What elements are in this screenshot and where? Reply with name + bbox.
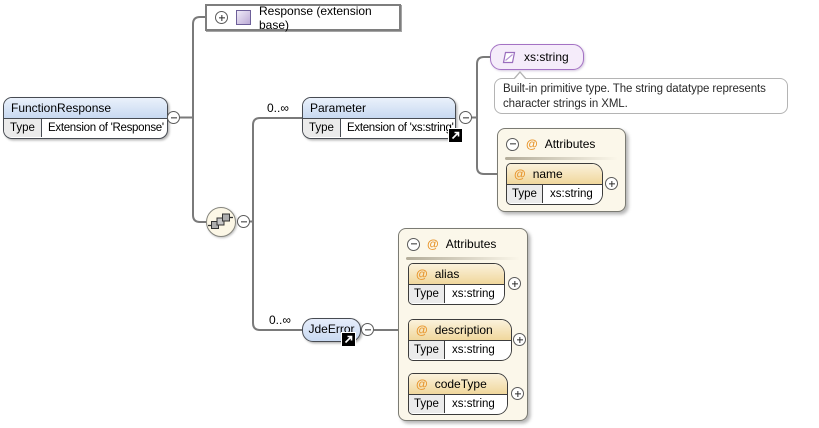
type-value: Extension of 'Response': [48, 122, 164, 134]
attribute-codetype[interactable]: @ codeType Type xs:string: [408, 373, 508, 415]
jump-to-definition-icon[interactable]: [448, 128, 463, 143]
collapse-toggle-icon[interactable]: [506, 137, 519, 151]
expand-toggle-icon[interactable]: [511, 387, 524, 400]
connector-parameter-trunk: [476, 56, 497, 175]
type-value: xs:string: [452, 288, 495, 300]
expand-toggle-icon[interactable]: [513, 333, 526, 346]
type-label: Type: [4, 119, 42, 137]
expand-toggle-icon[interactable]: [508, 277, 521, 290]
attribute-at-icon: @: [427, 237, 439, 251]
simple-type-label: xs:string: [524, 50, 569, 64]
attribute-at-icon: @: [514, 167, 526, 181]
documentation-bubble: Built-in primitive type. The string data…: [494, 71, 788, 114]
extension-base-label: Response (extension base): [259, 3, 372, 32]
attribute-type-row: Type xs:string: [409, 341, 511, 359]
extension-base-box[interactable]: Response (extension base): [205, 3, 401, 32]
attributes-panel-header: @ Attributes: [399, 229, 527, 253]
element-type-row: Type Extension of 'xs:string': [303, 119, 455, 137]
attribute-type-row: Type xs:string: [409, 395, 507, 413]
attributes-panel-parameter: @ Attributes @ name Type xs:string: [497, 128, 626, 212]
attributes-panel-jdeerror: @ Attributes @ alias Type xs:string @ de…: [398, 228, 528, 421]
attributes-panel-title: Attributes: [445, 237, 497, 251]
attribute-alias[interactable]: @ alias Type xs:string: [408, 263, 505, 305]
expand-toggle-icon[interactable]: [215, 11, 228, 24]
attribute-header: @ description: [409, 320, 511, 341]
jump-to-definition-icon[interactable]: [341, 332, 356, 347]
collapse-toggle-icon[interactable]: [459, 111, 472, 124]
complex-type-icon: [236, 10, 251, 25]
element-name: Parameter: [303, 98, 455, 119]
collapse-toggle-icon[interactable]: [167, 111, 180, 124]
element-parameter[interactable]: Parameter Type Extension of 'xs:string': [302, 97, 456, 139]
type-value: xs:string: [452, 344, 495, 356]
attribute-description[interactable]: @ description Type xs:string: [408, 319, 512, 361]
sequence-compositor-icon[interactable]: [206, 207, 236, 237]
collapse-toggle-icon[interactable]: [361, 323, 374, 336]
attribute-header: @ alias: [409, 264, 504, 285]
attribute-type-row: Type xs:string: [507, 185, 602, 203]
attributes-panel-header: @ Attributes: [498, 129, 625, 153]
connector-sequence-trunk: [252, 117, 302, 331]
simple-type-icon: [502, 51, 516, 63]
attributes-panel-title: Attributes: [544, 137, 596, 151]
attribute-header: @ name: [507, 164, 602, 185]
panel-separator: [406, 257, 520, 260]
type-label: Type: [507, 185, 543, 203]
collapse-toggle-icon[interactable]: [237, 215, 250, 228]
attribute-at-icon: @: [416, 377, 428, 391]
panel-separator: [505, 157, 618, 160]
type-value: Extension of 'xs:string': [347, 122, 454, 134]
element-name: FunctionResponse: [4, 98, 167, 119]
type-label: Type: [303, 119, 341, 137]
type-label: Type: [409, 395, 445, 413]
type-label: Type: [409, 285, 445, 303]
parameter-multiplicity: 0..∞: [267, 101, 289, 115]
collapse-toggle-icon[interactable]: [407, 237, 420, 251]
attribute-header: @ codeType: [409, 374, 507, 395]
attribute-at-icon: @: [526, 137, 538, 151]
jdeerror-multiplicity: 0..∞: [269, 313, 291, 327]
type-label: Type: [409, 341, 445, 359]
attribute-at-icon: @: [416, 267, 428, 281]
attribute-label: alias: [434, 267, 460, 281]
element-type-row: Type Extension of 'Response': [4, 119, 167, 137]
attribute-label: codeType: [434, 377, 487, 391]
connector-root-trunk: [192, 16, 206, 223]
attribute-at-icon: @: [416, 323, 428, 337]
simple-type-xs-string[interactable]: xs:string: [490, 44, 584, 70]
attribute-label: description: [434, 323, 493, 337]
attribute-name[interactable]: @ name Type xs:string: [506, 163, 603, 205]
attribute-label: name: [532, 167, 563, 181]
attribute-type-row: Type xs:string: [409, 285, 504, 303]
type-value: xs:string: [550, 188, 593, 200]
expand-toggle-icon[interactable]: [605, 177, 618, 190]
type-value: xs:string: [452, 398, 495, 410]
element-function-response[interactable]: FunctionResponse Type Extension of 'Resp…: [3, 97, 168, 139]
